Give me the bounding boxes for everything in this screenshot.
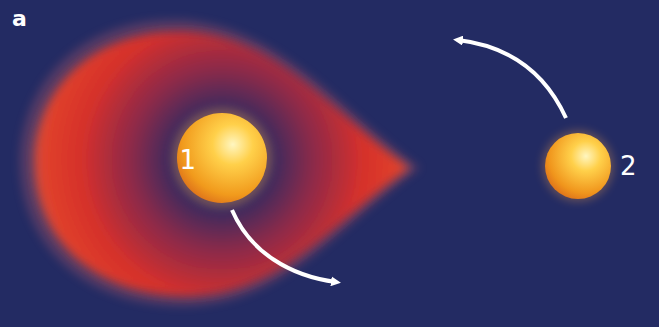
callout-number: 2: [620, 153, 637, 179]
roche-lobe-envelope: [34, 32, 410, 296]
outer-halo: [20, 20, 420, 306]
callout-number: 1: [179, 147, 196, 173]
orbit-arrow: [458, 40, 566, 118]
star-glow: [172, 108, 272, 208]
star-2: [545, 133, 611, 199]
star-1: [177, 113, 267, 203]
orbit-arrow: [232, 210, 336, 282]
star-glow: [542, 130, 614, 202]
panel-letter: a: [12, 8, 27, 30]
